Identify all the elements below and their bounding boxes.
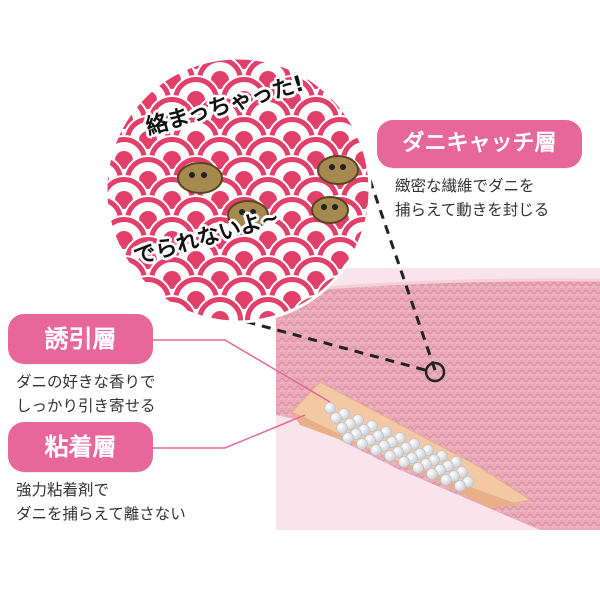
label-adhesive-layer: 粘着層 (8, 422, 153, 472)
mite-icon (311, 196, 349, 224)
leader-line-adhesive (153, 414, 306, 449)
desc-line: 強力粘着剤で (16, 481, 110, 499)
desc-line: しっかり引き寄せる (16, 397, 156, 415)
desc-lure-layer: ダニの好きな香りで しっかり引き寄せる (16, 370, 156, 418)
mite-icon (227, 200, 269, 230)
mite-icon (317, 155, 359, 185)
connector-line-catch (368, 179, 437, 371)
lure-beads (324, 402, 474, 492)
desc-line: 緻密な繊維でダニを (395, 177, 535, 195)
desc-adhesive-layer: 強力粘着剤で ダニを捕らえて離さない (16, 478, 186, 526)
desc-line: ダニの好きな香りで (16, 373, 156, 391)
label-catch-layer: ダニキャッチ層 (377, 120, 582, 168)
desc-line: ダニを捕らえて離さない (16, 505, 186, 523)
leader-line-lure (153, 339, 331, 403)
mite-icon (177, 162, 223, 194)
desc-catch-layer: 緻密な繊維でダニを 捕らえて動きを封じる (395, 174, 549, 222)
desc-line: 捕らえて動きを封じる (395, 201, 550, 219)
magnifier-circle-icon (424, 361, 446, 383)
label-lure-layer: 誘引層 (8, 314, 153, 364)
fabric-sheet (276, 279, 600, 530)
